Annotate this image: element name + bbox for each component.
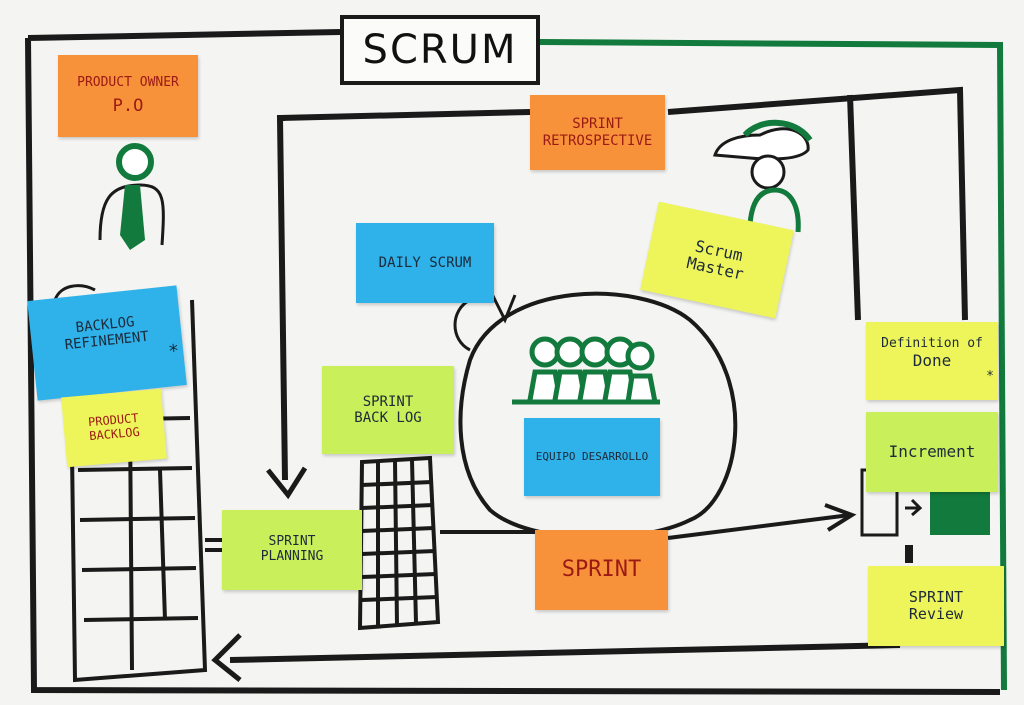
product-owner-line1: PRODUCT OWNER [77, 74, 179, 90]
sprint-loop-arrow [266, 466, 308, 500]
scrum-master-figure [712, 119, 813, 233]
scrum-title: SCRUM [340, 15, 540, 85]
retrospective-line [279, 86, 968, 321]
sprint-review-sticky[interactable]: SPRINT Review [868, 566, 1004, 646]
scrum-title-text: SCRUM [362, 27, 518, 73]
sprint-label: SPRINT [561, 557, 642, 583]
definition-of-done-mark: * [986, 369, 994, 385]
definition-of-done-line2: Done [912, 350, 952, 370]
right-inner-line [847, 94, 861, 321]
product-owner-sticky[interactable]: PRODUCT OWNER P.O [58, 55, 198, 137]
refinement-arrow [53, 284, 96, 301]
planning-link-mark [205, 538, 222, 552]
sprint-sticky[interactable]: SPRINT [535, 530, 668, 610]
backlog-refinement-sticky[interactable]: BACKLOG REFINEMENT * [27, 285, 187, 401]
daily-scrum-sticky[interactable]: DAILY SCRUM [356, 223, 494, 303]
equipo-desarrollo-sticky[interactable]: EQUIPO DESARROLLO [524, 418, 660, 496]
increment-label: Increment [888, 441, 976, 461]
sprint-planning-sticky[interactable]: SPRINT PLANNING [222, 510, 362, 590]
outer-frame-green [539, 39, 1007, 691]
product-owner-line2: P.O [112, 95, 144, 116]
team-circle [458, 291, 738, 540]
backlog-refinement-mark: * [167, 340, 181, 363]
sprint-flow-arrow [824, 503, 857, 532]
sprint-retrospective-line1: SPRINT [572, 116, 623, 133]
sprint-backlog-line2: BACK LOG [354, 410, 422, 426]
product-backlog-sticky[interactable]: PRODUCT BACKLOG [61, 388, 167, 468]
sprint-backlog-grid [357, 455, 441, 631]
sprint-loop-line [276, 115, 288, 481]
sprint-flow-line [440, 513, 851, 540]
sprint-backlog-line1: SPRINT [362, 393, 414, 410]
daily-scrum-arrow [453, 289, 517, 352]
increment-sticky[interactable]: Increment [866, 412, 998, 492]
sprint-review-line1: SPRINT [908, 587, 964, 606]
equipo-desarrollo-label: EQUIPO DESARROLLO [535, 449, 649, 463]
product-backlog-line2: BACKLOG [88, 424, 141, 444]
sprint-retrospective-sticky[interactable]: SPRINT RETROSPECTIVE [530, 95, 665, 170]
sprint-retrospective-line2: RETROSPECTIVE [542, 132, 653, 149]
return-line [229, 642, 901, 663]
sprint-backlog-sticky[interactable]: SPRINT BACK LOG [322, 366, 454, 454]
sprint-planning-line1: SPRINT [268, 534, 316, 550]
daily-scrum-label: DAILY SCRUM [378, 254, 472, 271]
outer-frame [25, 29, 1001, 695]
sprint-review-line2: Review [908, 605, 964, 623]
return-arrow [211, 633, 242, 682]
product-owner-figure [98, 143, 165, 250]
definition-of-done-line1: Definition of [881, 335, 983, 351]
sprint-planning-line2: PLANNING [260, 549, 324, 564]
definition-of-done-sticky[interactable]: Definition of Done * [866, 322, 998, 400]
team-figures [512, 336, 660, 405]
